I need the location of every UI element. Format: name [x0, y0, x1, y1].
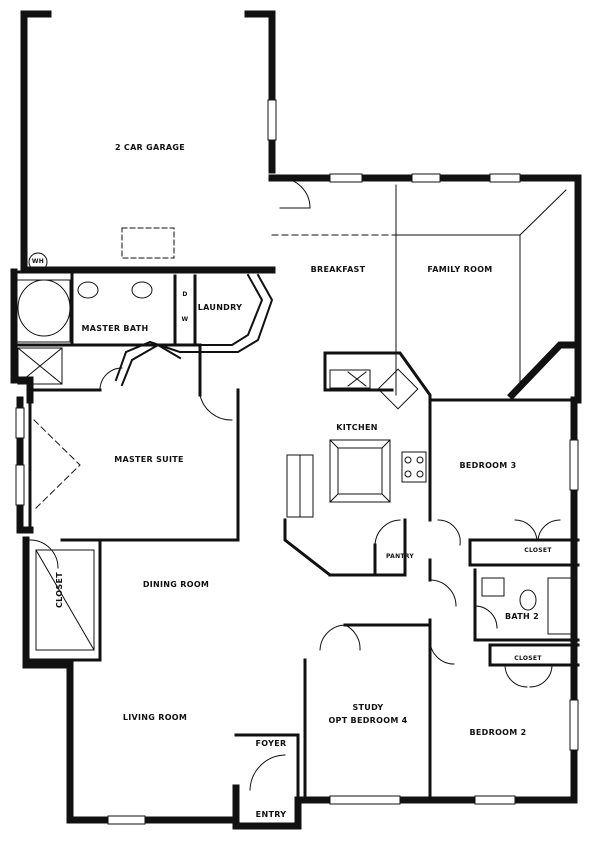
- interior-walls: [12, 270, 580, 802]
- label-pantry: PANTRY: [385, 553, 415, 560]
- label-garage: 2 CAR GARAGE: [114, 143, 186, 152]
- label-entry: ENTRY: [255, 810, 287, 819]
- laundry-brick: [114, 273, 274, 387]
- label-closet-bedroom-2: CLOSET: [514, 655, 542, 662]
- label-bath-2: BATH 2: [505, 612, 539, 621]
- label-dining-room: DINING ROOM: [142, 580, 210, 589]
- windows: [15, 99, 579, 825]
- label-closet-bedroom-3: CLOSET: [524, 547, 552, 554]
- label-master-suite: MASTER SUITE: [114, 455, 184, 464]
- label-foyer: FOYER: [255, 739, 287, 748]
- label-bedroom-3: BEDROOM 3: [459, 461, 517, 470]
- label-washer: W: [181, 316, 189, 323]
- door-swings: [29, 177, 561, 791]
- label-study: STUDY: [352, 703, 384, 712]
- label-master-bath: MASTER BATH: [81, 324, 149, 333]
- label-water-heater: WH: [31, 258, 45, 265]
- detail-lines: [13, 184, 573, 651]
- label-bedroom-2: BEDROOM 2: [469, 728, 527, 737]
- label-kitchen: KITCHEN: [336, 423, 378, 432]
- exterior-walls: [10, 10, 582, 830]
- label-study-opt: OPT BEDROOM 4: [328, 716, 408, 725]
- label-breakfast: BREAKFAST: [310, 265, 366, 274]
- label-laundry: LAUNDRY: [197, 303, 243, 312]
- label-dryer: D: [182, 291, 188, 298]
- label-closet-vertical: CLOSET: [55, 572, 64, 608]
- label-living-room: LIVING ROOM: [122, 713, 188, 722]
- label-family-room: FAMILY ROOM: [427, 265, 493, 274]
